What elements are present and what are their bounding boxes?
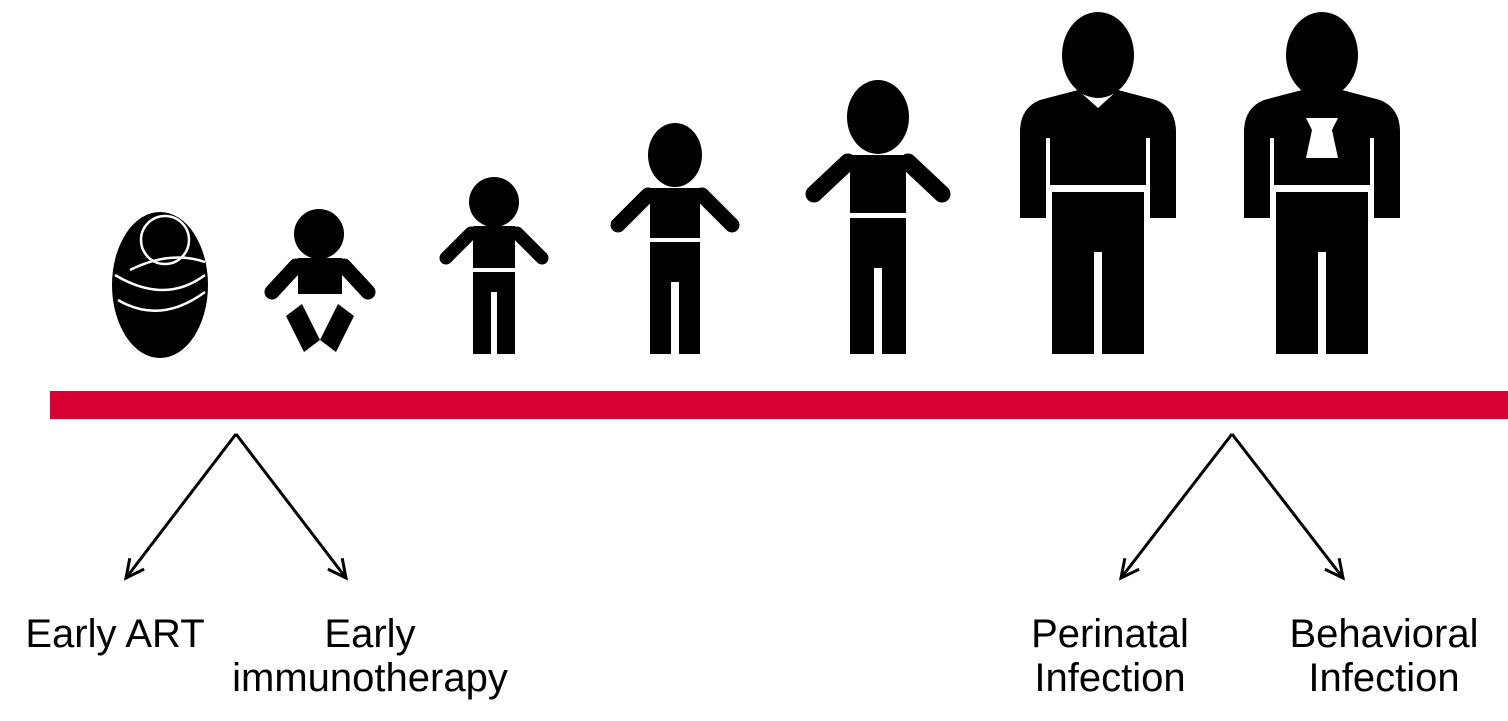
toddler-icon bbox=[439, 177, 549, 354]
early-art-label: Early ART bbox=[25, 612, 205, 656]
behavioral-infection-label: Behavioral Infection bbox=[1289, 612, 1479, 700]
perinatal-infection-label: Perinatal Infection bbox=[1031, 612, 1189, 700]
arrow-to-behavioral-infection bbox=[1230, 433, 1346, 581]
arrow-to-perinatal-infection bbox=[1118, 433, 1234, 581]
teen-icon bbox=[805, 80, 951, 354]
adult-man-tie-icon bbox=[1244, 12, 1400, 354]
child-icon bbox=[610, 123, 740, 354]
arrow-to-early-immunotherapy bbox=[234, 433, 349, 581]
swaddled-newborn-icon bbox=[112, 212, 208, 358]
arrow-to-early-art bbox=[123, 433, 238, 581]
early-immunotherapy-label: Early immunotherapy bbox=[232, 612, 508, 700]
baby-icon bbox=[264, 209, 376, 352]
timeline-bar bbox=[50, 391, 1508, 419]
adult-man-icon bbox=[1020, 12, 1176, 354]
